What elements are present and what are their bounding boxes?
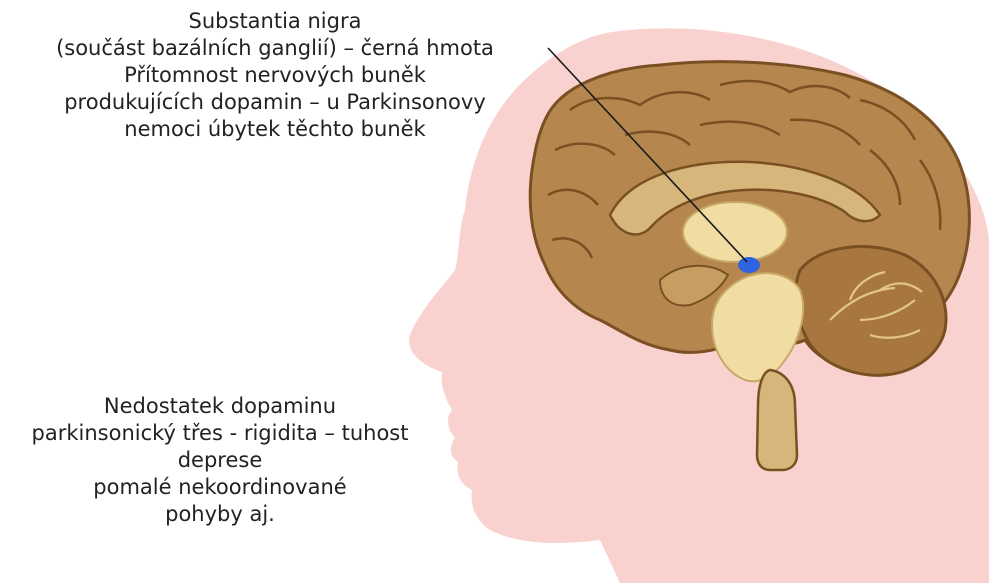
substantia-nigra-label-line-5: nemoci úbytek těchto buněk [30,116,520,143]
substantia-nigra-label-line-2: (součást bazálních ganglií) – černá hmot… [30,35,520,62]
dopamine-deficit-label-line-1: Nedostatek dopaminu [0,393,440,420]
substantia-nigra-label-line-4: produkujících dopamin – u Parkinsonovy [30,89,520,116]
dopamine-deficit-label-line-5: pohyby aj. [0,501,440,528]
substantia-nigra-label-line-1: Substantia nigra [30,8,520,35]
dopamine-deficit-label: Nedostatek dopaminu parkinsonický třes -… [0,393,440,528]
substantia-nigra-marker [738,257,760,273]
dopamine-deficit-label-line-2: parkinsonický třes - rigidita – tuhost [0,420,440,447]
substantia-nigra-label-line-3: Přítomnost nervových buněk [30,62,520,89]
dopamine-deficit-label-line-3: deprese [0,447,440,474]
substantia-nigra-label: Substantia nigra (součást bazálních gang… [30,8,520,143]
brainstem-medulla [757,370,797,470]
dopamine-deficit-label-line-4: pomalé nekoordinované [0,474,440,501]
